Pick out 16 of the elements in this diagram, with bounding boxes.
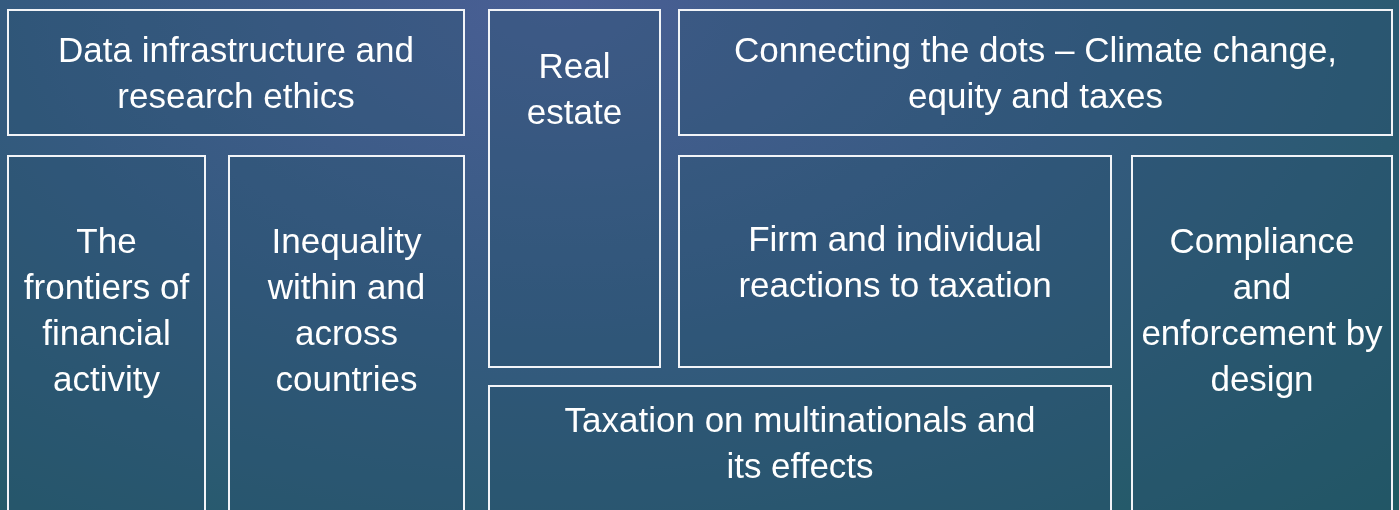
topic-label: Taxation on multinationals and its effects [563,399,1037,487]
topic-label: The frontiers of financial activity [22,220,191,400]
topic-label: Connecting the dots – Climate change, equity and taxes [732,28,1339,117]
topic-box [488,9,661,368]
topic-label: Data infrastructure and research ethics [57,28,415,117]
topic-box [228,155,465,510]
topic-label: Inequality within and across countries [266,220,427,400]
topic-box [7,9,465,136]
topic-box [1131,155,1393,510]
topic-label: Compliance and enforcement by design [1140,220,1384,400]
topic-label: Real estate [525,44,624,133]
topic-box [678,155,1112,368]
topic-box [7,155,206,510]
topic-box [678,9,1393,136]
topic-label: Firm and individual reactions to taxation [737,217,1053,306]
topic-box [488,385,1112,510]
